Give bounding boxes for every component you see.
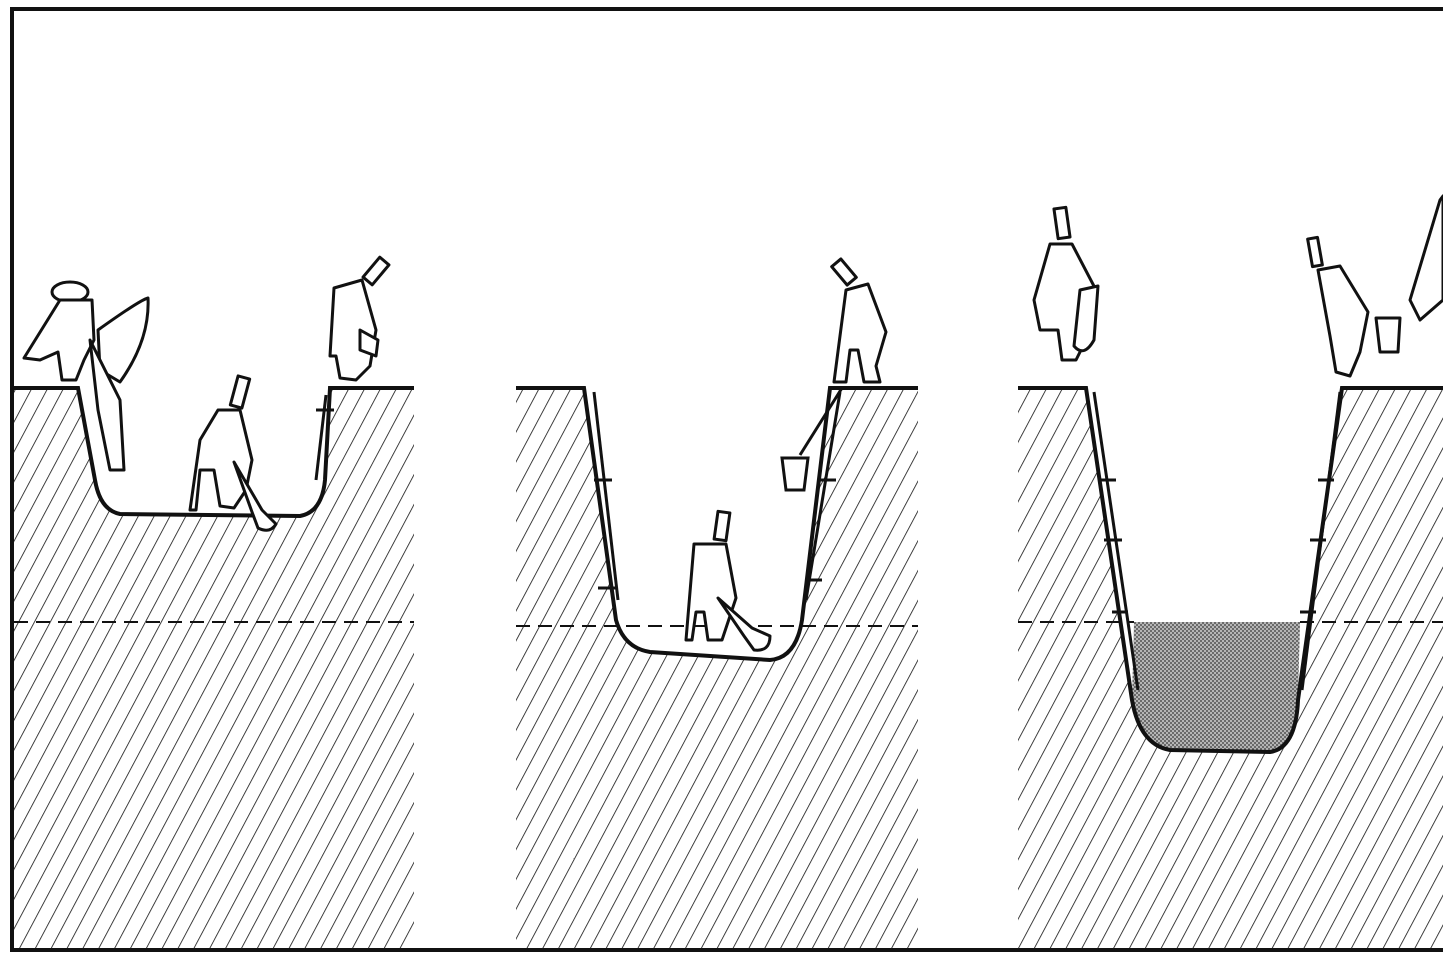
hole-outline	[516, 386, 918, 663]
stage-1-panel	[14, 255, 414, 950]
soil-hatching	[1018, 388, 1443, 950]
digger-with-shovel-icon	[684, 509, 772, 652]
hole-outline	[1018, 386, 1443, 755]
well-water	[1132, 622, 1300, 752]
hole-outline	[14, 386, 414, 519]
hauling-bucket-icon	[780, 387, 844, 492]
worker-with-tool-icon	[1032, 205, 1100, 362]
worker-with-basket-icon	[22, 280, 150, 472]
wall-stake	[314, 394, 334, 481]
stage-3-panel	[1018, 194, 1443, 950]
wall-stakes	[592, 391, 842, 601]
digger-with-shovel-icon	[188, 374, 278, 532]
soil-hatching	[14, 388, 414, 950]
worker-pouring-bucket-icon	[1306, 194, 1443, 378]
wall-stakes	[1092, 391, 1342, 691]
worker-hauling-rope-icon	[328, 255, 391, 382]
soil-hatching	[516, 388, 918, 950]
stage-2-panel	[516, 257, 918, 950]
worker-hauling-bucket-icon	[830, 257, 888, 384]
